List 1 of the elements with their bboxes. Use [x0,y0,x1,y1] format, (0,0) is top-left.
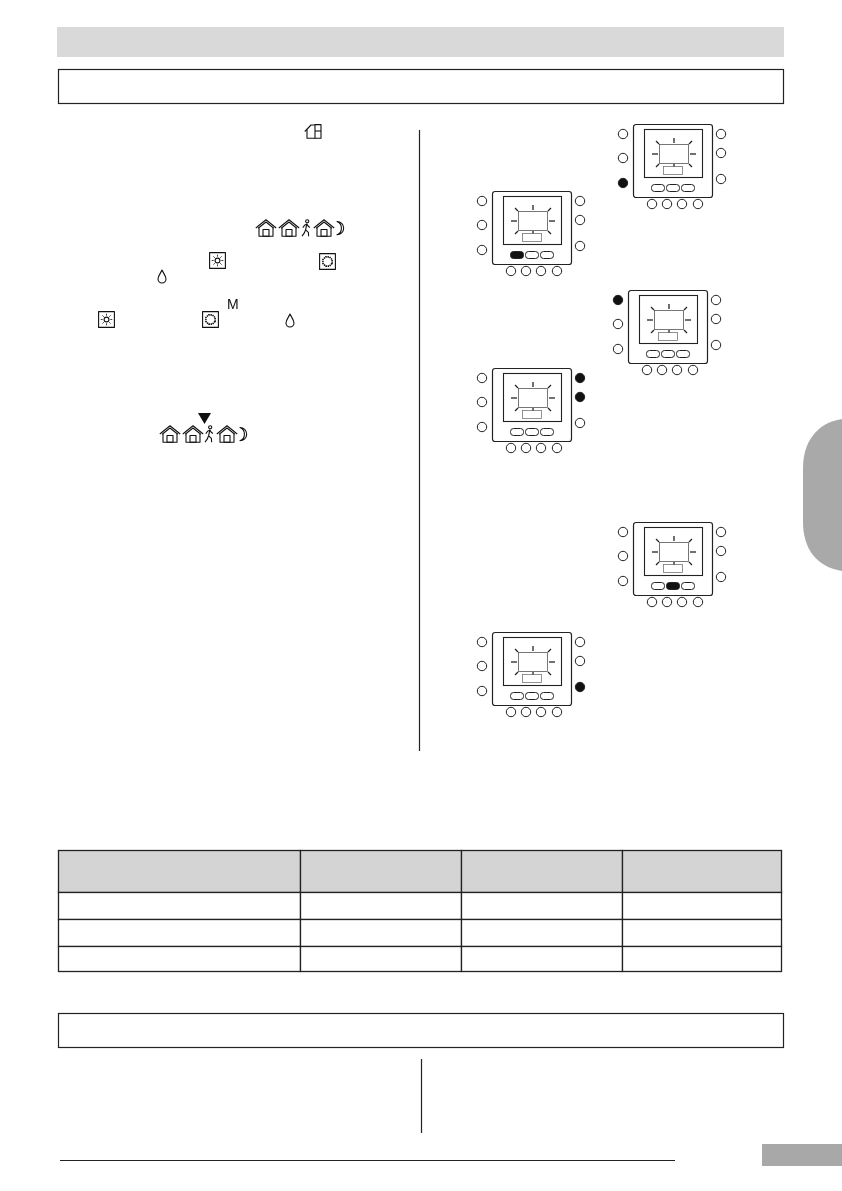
letter-label: M [227,297,239,311]
